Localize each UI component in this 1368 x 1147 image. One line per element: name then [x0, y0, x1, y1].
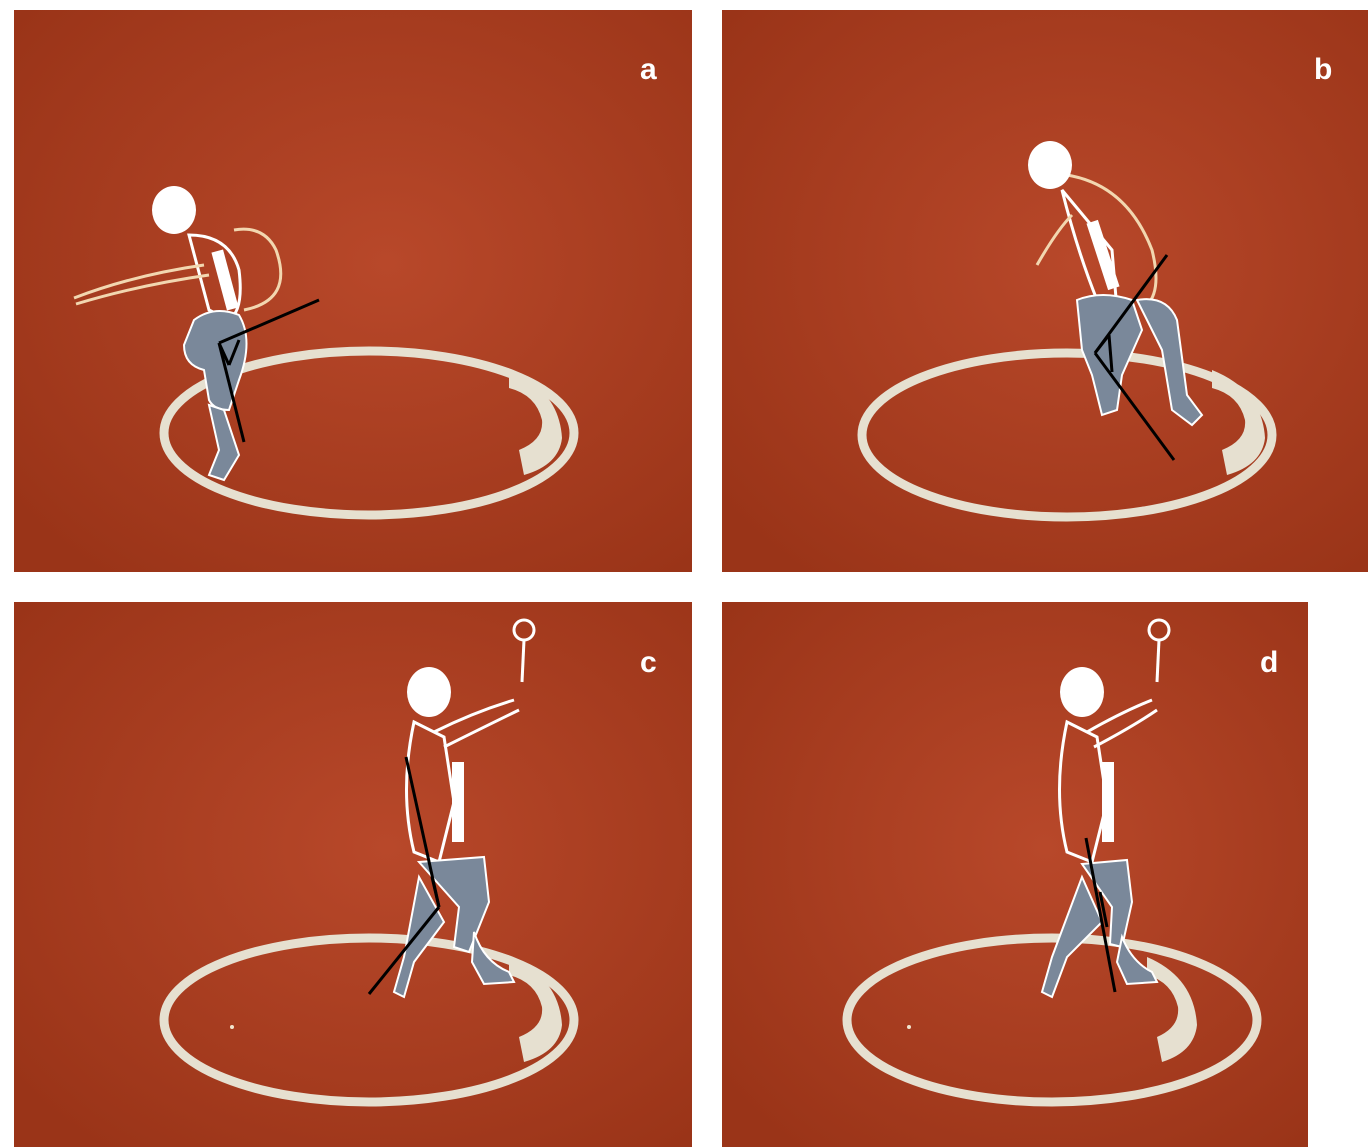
frame-c-illustration: [14, 602, 692, 1147]
athlete-head: [407, 667, 451, 717]
frame-a: a: [14, 10, 692, 572]
frame-label-c: c: [640, 648, 657, 678]
frame-b-illustration: [722, 10, 1368, 572]
frame-d: d: [722, 602, 1308, 1147]
frame-b: b: [722, 10, 1368, 572]
ball-mark: [230, 1025, 234, 1029]
frame-c: c: [14, 602, 692, 1147]
frame-a-illustration: [14, 10, 692, 572]
athlete-head: [1028, 141, 1072, 189]
frame-d-illustration: [722, 602, 1308, 1147]
athlete-head: [1060, 667, 1104, 717]
athlete-head: [152, 186, 196, 234]
ball-mark: [907, 1025, 911, 1029]
frame-label-b: b: [1314, 55, 1332, 85]
frame-label-a: a: [640, 55, 657, 85]
frame-label-d: d: [1260, 648, 1278, 678]
